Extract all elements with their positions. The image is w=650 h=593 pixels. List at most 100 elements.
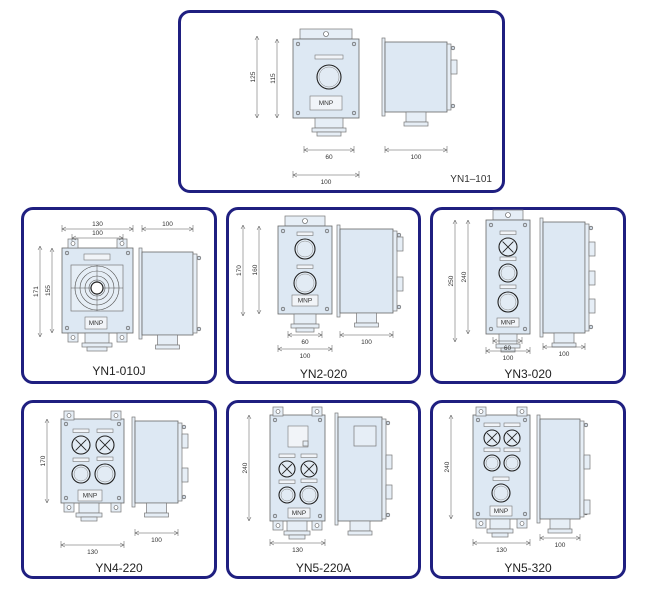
side-cover bbox=[446, 43, 452, 111]
model-title: YN5-320 bbox=[504, 561, 552, 575]
push-button-icon bbox=[94, 463, 116, 485]
screw-icon bbox=[396, 304, 402, 310]
push-button-ring bbox=[295, 273, 315, 293]
push-button-ring bbox=[318, 66, 340, 88]
dim-width-overall-line bbox=[269, 539, 326, 546]
nameplate bbox=[291, 294, 319, 307]
nameplate bbox=[287, 507, 311, 519]
screw-icon bbox=[588, 225, 594, 231]
lamp-cross-icon bbox=[281, 463, 293, 475]
bottom-gland-nut bbox=[547, 528, 573, 534]
screw-icon bbox=[116, 421, 122, 427]
push-button-ring bbox=[505, 456, 519, 470]
screw-icon bbox=[295, 41, 301, 47]
hanging-hole-icon bbox=[323, 31, 329, 37]
front-view-body bbox=[472, 414, 531, 520]
lamp-cross-icon bbox=[486, 432, 498, 444]
screw-icon bbox=[488, 326, 494, 332]
meter-side-outline bbox=[353, 425, 377, 447]
screw-icon bbox=[475, 417, 481, 423]
dim-width-overall: 100 bbox=[321, 179, 332, 186]
side-view-body bbox=[542, 221, 586, 334]
dim-height-overall-line bbox=[246, 414, 252, 522]
side-gland bbox=[588, 241, 596, 257]
screw-icon bbox=[583, 422, 589, 428]
cable-gland-cap bbox=[80, 516, 98, 522]
bottom-gland bbox=[157, 334, 178, 346]
hanging-hole-icon bbox=[302, 218, 308, 224]
label-plate bbox=[96, 428, 114, 433]
side-view-body bbox=[134, 420, 179, 504]
dim-width-overall-line bbox=[277, 345, 333, 352]
dim-height-overall: 240 bbox=[444, 461, 451, 472]
nameplate bbox=[84, 316, 108, 330]
mounting-hole-icon bbox=[113, 505, 119, 510]
dim-depth: 100 bbox=[162, 221, 173, 228]
screw-icon bbox=[280, 228, 286, 234]
model-title: YN1-010J bbox=[92, 364, 146, 378]
push-button-icon bbox=[497, 291, 519, 313]
dim-width-mounting-line bbox=[71, 234, 124, 241]
cable-gland-cap bbox=[316, 131, 342, 137]
label-plate bbox=[483, 447, 501, 452]
push-button-icon bbox=[278, 486, 296, 504]
screw-icon bbox=[522, 511, 528, 517]
dim-width-overall: 130 bbox=[87, 549, 98, 556]
cable-gland-cap bbox=[288, 534, 306, 540]
bottom-gland bbox=[356, 312, 377, 324]
push-button-icon bbox=[483, 454, 501, 472]
dim-depth-line bbox=[339, 331, 394, 338]
horn-center-icon bbox=[90, 281, 104, 295]
screw-icon bbox=[63, 495, 69, 501]
screw-icon bbox=[125, 325, 131, 331]
dim-depth: 100 bbox=[555, 542, 566, 549]
screw-icon bbox=[272, 513, 278, 519]
dim-height-body-line bbox=[465, 219, 471, 335]
side-gland bbox=[181, 433, 189, 449]
side-flange bbox=[539, 217, 544, 338]
dim-height-overall: 250 bbox=[448, 275, 455, 286]
push-button-ring bbox=[493, 485, 509, 501]
side-flange bbox=[138, 247, 143, 340]
nameplate-text: MNP bbox=[298, 298, 312, 305]
dim-height-overall: 170 bbox=[40, 455, 47, 466]
side-cover bbox=[177, 422, 183, 502]
cable-gland bbox=[286, 520, 308, 532]
label-plate bbox=[296, 264, 314, 269]
nameplate bbox=[309, 95, 343, 111]
dim-width-overall: 130 bbox=[496, 547, 507, 554]
push-button-icon bbox=[498, 263, 518, 283]
nameplate-text: MNP bbox=[501, 320, 515, 327]
dim-width-mounting-line bbox=[287, 331, 323, 338]
dim-width-overall-line bbox=[60, 541, 125, 548]
dim-width-overall: 130 bbox=[92, 221, 103, 228]
push-button-ring bbox=[499, 293, 517, 311]
dim-depth: 100 bbox=[411, 154, 422, 161]
push-button-icon bbox=[316, 64, 342, 90]
push-button-icon bbox=[503, 454, 521, 472]
dim-depth: 100 bbox=[361, 339, 372, 346]
dim-depth: 100 bbox=[151, 537, 162, 544]
nameplate-text: MNP bbox=[292, 510, 306, 517]
dim-height-body: 240 bbox=[461, 271, 468, 282]
bottom-gland-nut bbox=[155, 344, 180, 350]
push-button-ring bbox=[485, 456, 499, 470]
dim-height-body: 160 bbox=[252, 264, 259, 275]
screw-icon bbox=[351, 41, 357, 47]
lamp-cross-icon bbox=[75, 439, 87, 451]
bottom-gland-nut bbox=[403, 121, 429, 127]
screw-icon bbox=[522, 222, 528, 228]
push-button-ring bbox=[500, 265, 516, 281]
dim-width-overall-line bbox=[61, 225, 134, 232]
push-button-ring bbox=[73, 466, 89, 482]
dim-width-overall-line bbox=[472, 539, 531, 546]
side-view-body bbox=[384, 41, 448, 113]
dim-depth-line bbox=[542, 343, 586, 350]
mounting-hole-icon bbox=[119, 241, 125, 246]
bottom-gland-nut bbox=[354, 322, 379, 328]
side-cover bbox=[192, 253, 198, 334]
screw-icon bbox=[295, 110, 301, 116]
